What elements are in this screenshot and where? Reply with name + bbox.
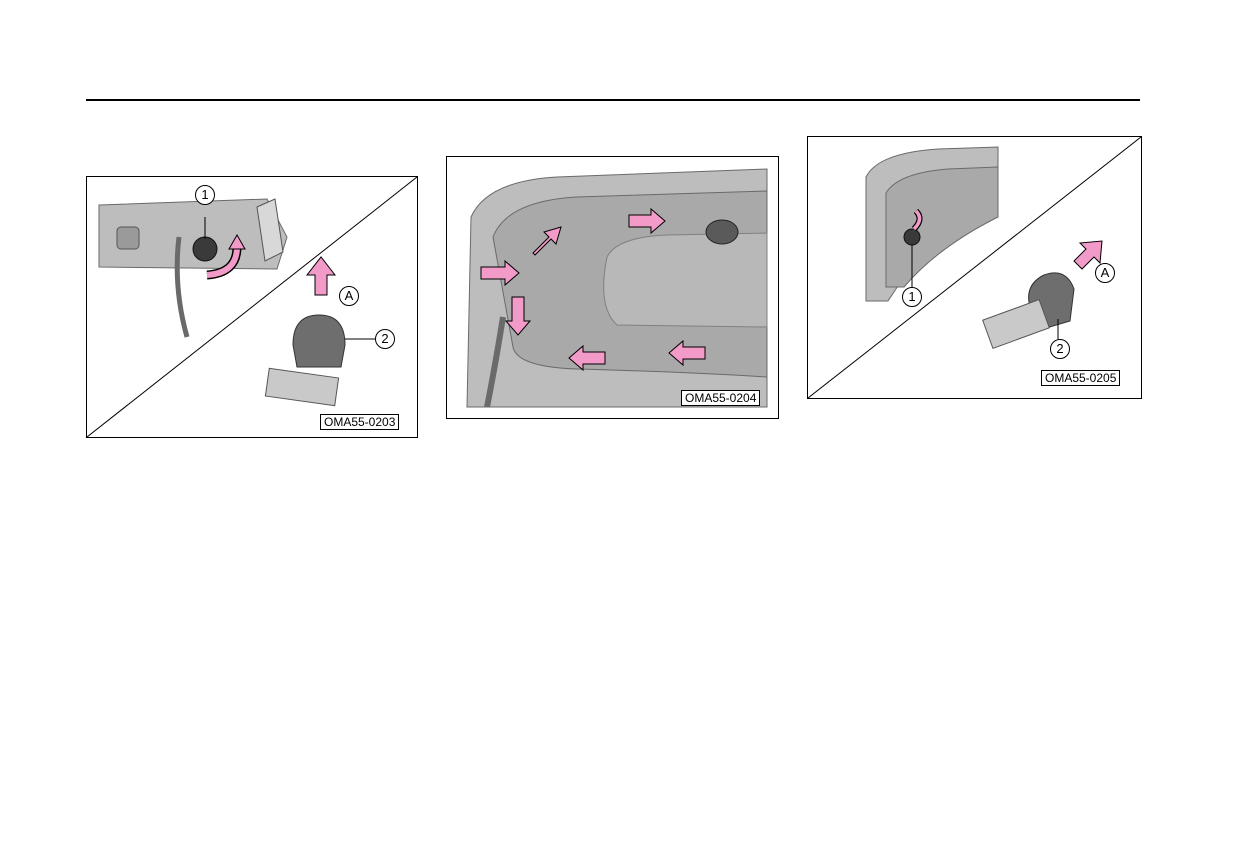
trim-panel-recess <box>604 233 767 327</box>
figure-illustration <box>447 157 778 418</box>
socket <box>193 237 217 261</box>
socket <box>904 229 920 245</box>
figure-tail-lamp-bulb-removal: 1 2 A OMA55-0203 <box>86 176 418 438</box>
callout-2: 2 <box>375 329 395 349</box>
figure-bulb-removal-lid: 1 2 A OMA55-0205 <box>807 136 1142 399</box>
callout-a: A <box>339 286 359 306</box>
bulb-socket-base <box>983 300 1050 349</box>
callout-1: 1 <box>195 185 215 205</box>
callout-a: A <box>1095 263 1115 283</box>
figure-trunk-lid-trim: OMA55-0204 <box>446 156 779 419</box>
figure-code: OMA55-0204 <box>681 390 760 406</box>
callout-2: 2 <box>1050 339 1070 359</box>
pull-arrow-a <box>307 257 335 295</box>
callout-1: 1 <box>902 287 922 307</box>
figure-illustration <box>87 177 417 437</box>
figure-code: OMA55-0203 <box>320 414 399 430</box>
figure-illustration <box>808 137 1141 398</box>
header-rule <box>86 99 1140 101</box>
bulb-socket-base <box>265 368 338 405</box>
bulb <box>293 315 345 367</box>
figure-code: OMA55-0205 <box>1041 370 1120 386</box>
housing-detail <box>117 227 139 249</box>
trunk-lid-inner <box>886 167 998 287</box>
lock-mechanism <box>706 220 738 244</box>
